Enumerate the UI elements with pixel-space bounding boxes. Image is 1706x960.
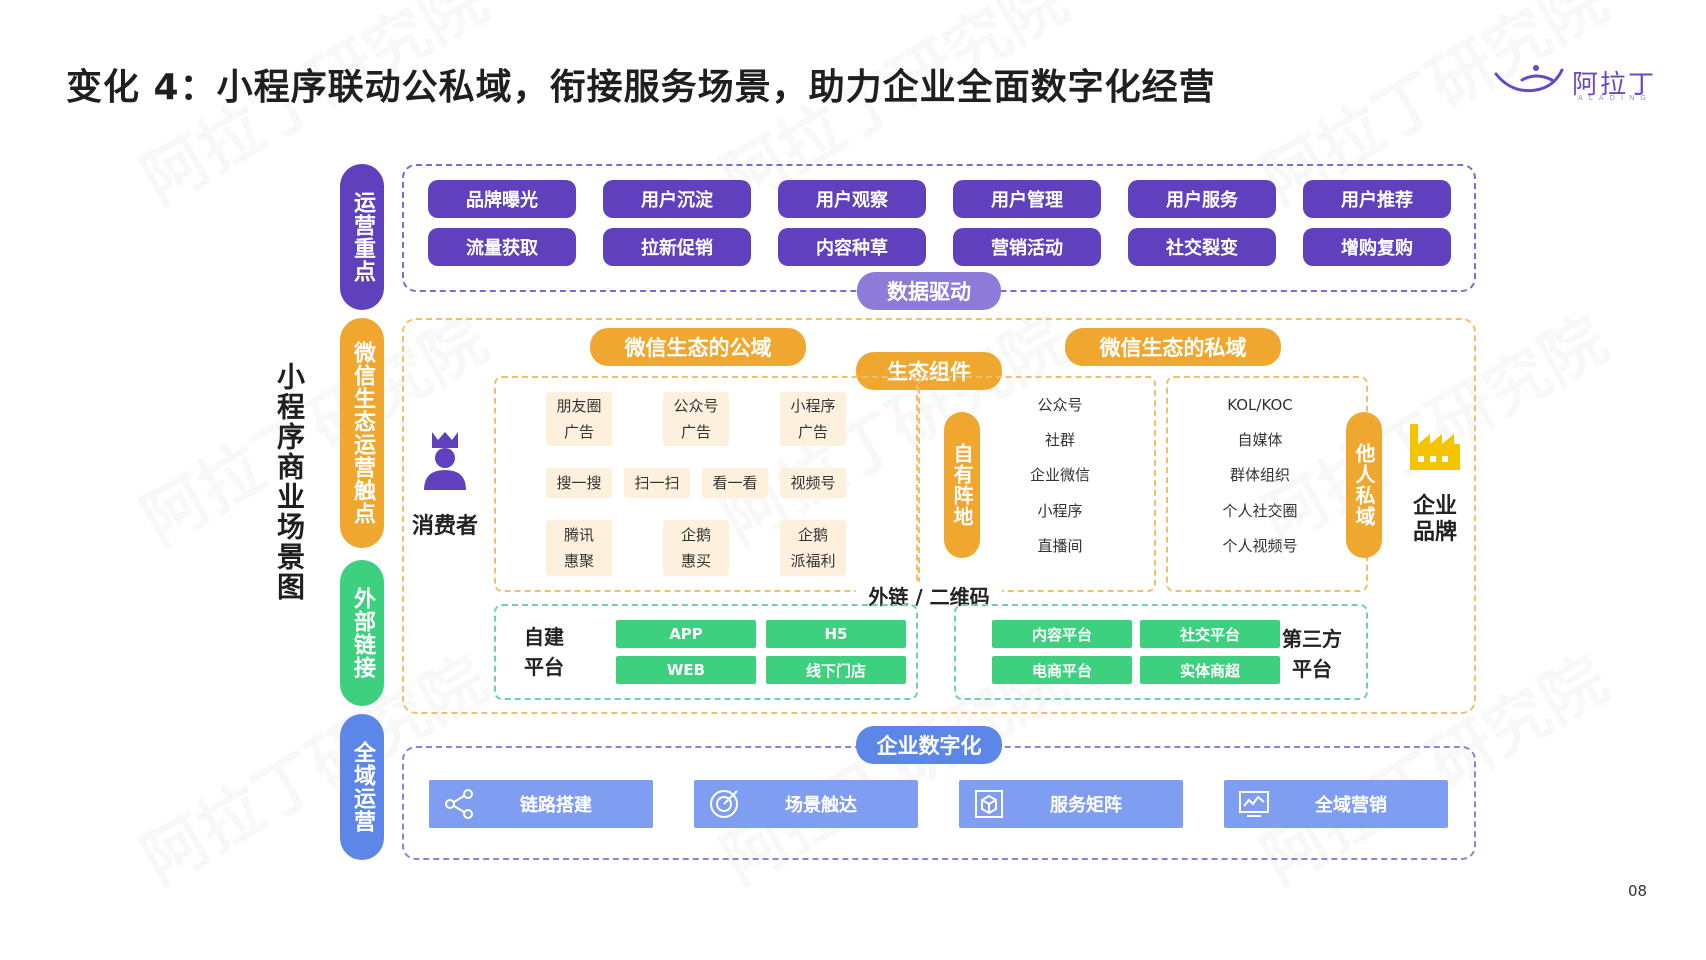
- focus-chip: 用户服务: [1128, 180, 1276, 218]
- private-item: 群体组织: [1229, 466, 1290, 484]
- omni-card-chain: 链路搭建: [429, 780, 653, 828]
- third-platform-chip: 社交平台: [1140, 620, 1280, 648]
- public-tag: 搜一搜: [546, 468, 612, 498]
- focus-chip: 营销活动: [953, 228, 1101, 266]
- omni-card-scene: 场景触达: [694, 780, 918, 828]
- own-item: 公众号: [1037, 396, 1083, 414]
- focus-chip: 用户观察: [778, 180, 926, 218]
- lamp-logo-icon: [1494, 65, 1564, 93]
- private-item: 自媒体: [1237, 431, 1283, 449]
- brand-label: 企业 品牌: [1412, 494, 1457, 545]
- wechat-ecosystem-box: [402, 318, 1476, 714]
- third-platform-chip: 电商平台: [992, 656, 1132, 684]
- own-item: 企业微信: [1029, 466, 1090, 484]
- own-territory-box: [918, 376, 1156, 592]
- own-item: 小程序: [1037, 502, 1083, 520]
- focus-chip: 用户沉淀: [603, 180, 751, 218]
- private-item: 个人视频号: [1222, 537, 1298, 555]
- self-platform-label: 自建 平台: [524, 625, 564, 679]
- third-platform-box: [954, 604, 1368, 700]
- focus-chip: 社交裂变: [1128, 228, 1276, 266]
- focus-chip: 用户管理: [953, 180, 1101, 218]
- section-label-omni: 全域运营: [340, 714, 384, 860]
- self-platform-chip: APP: [616, 620, 756, 648]
- self-platform-chip: WEB: [616, 656, 756, 684]
- enterprise-digital-badge: 企业数字化: [856, 726, 1002, 764]
- factory-icon: [1410, 424, 1460, 470]
- public-tag: 企鹅派福利: [780, 520, 846, 576]
- share-nodes-icon: [429, 787, 489, 821]
- data-driven-badge: 数据驱动: [857, 272, 1001, 310]
- page-title: 变化 4：小程序联动公私域，衔接服务场景，助力企业全面数字化经营: [66, 67, 1216, 108]
- focus-chip: 增购复购: [1303, 228, 1451, 266]
- focus-chip: 用户推荐: [1303, 180, 1451, 218]
- eco-component-label: 生态组件: [856, 352, 1002, 390]
- focus-chip: 流量获取: [428, 228, 576, 266]
- self-platform-chip: 线下门店: [766, 656, 906, 684]
- focus-chip: 拉新促销: [603, 228, 751, 266]
- public-tag: 扫一扫: [624, 468, 690, 498]
- public-domain-label: 微信生态的公域: [590, 328, 806, 366]
- public-tag: 公众号广告: [663, 392, 729, 446]
- diagram-title: 小程序商业场景图: [273, 362, 306, 602]
- private-item: KOL/KOC: [1227, 396, 1293, 414]
- public-tag: 小程序广告: [780, 392, 846, 446]
- private-item: 个人社交圈: [1222, 502, 1298, 520]
- omni-card-marketing: 全域营销: [1224, 780, 1448, 828]
- private-domain-label: 微信生态的私域: [1065, 328, 1281, 366]
- logo-text: 阿拉丁: [1572, 70, 1657, 100]
- section-label-wechat-touch: 微信生态运营触点: [340, 318, 384, 548]
- public-tag: 视频号: [780, 468, 846, 498]
- own-territory-label: 自有阵地: [944, 412, 980, 558]
- self-platform-box: [494, 604, 918, 700]
- line-chart-icon: [1224, 787, 1284, 821]
- others-private-label: 他人私域: [1346, 412, 1382, 558]
- third-platform-label: 第三方 平台: [1282, 627, 1342, 681]
- own-item: 直播间: [1037, 537, 1083, 555]
- public-tag: 腾讯惠聚: [546, 520, 612, 576]
- third-platform-chip: 内容平台: [992, 620, 1132, 648]
- logo-subtext: ALADING: [1578, 94, 1652, 102]
- consumer-icon: [424, 432, 466, 490]
- focus-chip: 品牌曝光: [428, 180, 576, 218]
- focus-chip: 内容种草: [778, 228, 926, 266]
- page-number: 08: [1628, 882, 1648, 900]
- target-icon: [694, 787, 754, 821]
- public-tag: 朋友圈广告: [546, 392, 612, 446]
- omni-card-service: 服务矩阵: [959, 780, 1183, 828]
- public-tag: 看一看: [702, 468, 768, 498]
- cube-icon: [959, 787, 1019, 821]
- third-platform-chip: 实体商超: [1140, 656, 1280, 684]
- public-domain-box: [494, 376, 918, 592]
- section-label-operation-focus: 运营重点: [340, 164, 384, 310]
- public-tag: 企鹅惠买: [663, 520, 729, 576]
- own-item: 社群: [1044, 431, 1075, 449]
- consumer-label: 消费者: [411, 514, 478, 539]
- self-platform-chip: H5: [766, 620, 906, 648]
- section-label-external: 外部链接: [340, 560, 384, 706]
